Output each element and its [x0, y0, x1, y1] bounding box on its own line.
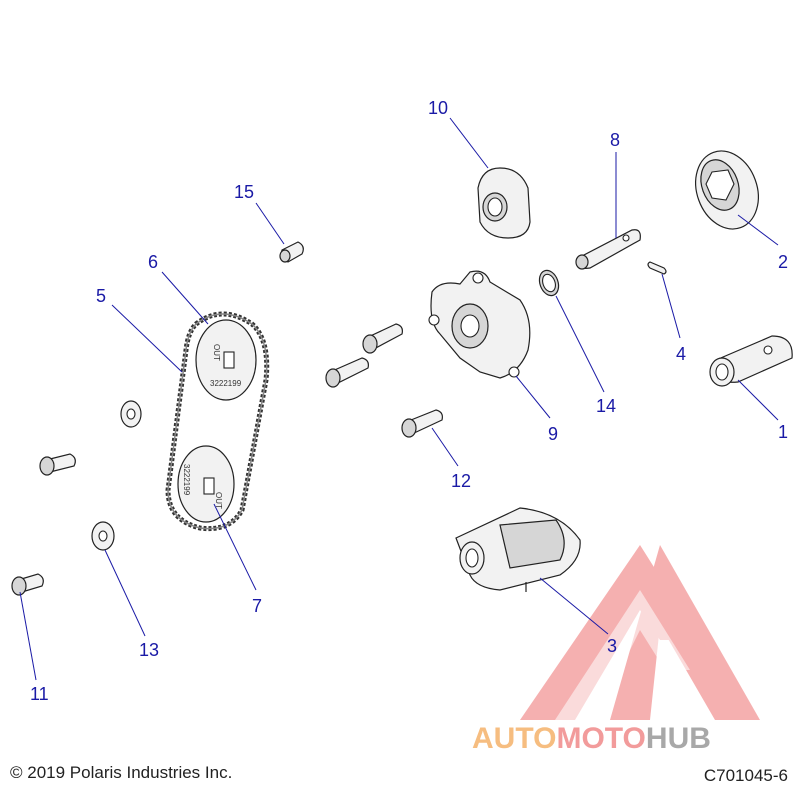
callout-15: 15: [234, 182, 254, 202]
leader-14: [555, 295, 605, 393]
leader-12: [431, 427, 459, 467]
leader-2: [737, 214, 779, 246]
leader-7: [213, 503, 257, 591]
watermark-text: AUTOMOTOHUB: [472, 722, 711, 755]
part-3-pickup: [455, 507, 581, 592]
part-4-pin: [647, 261, 667, 275]
part-11-bolt: [11, 573, 44, 596]
washer-upper: [120, 400, 142, 428]
part-9-housing: [428, 270, 531, 379]
part-10-cap: [477, 167, 531, 239]
upper-sprocket-number: 3222199: [210, 379, 242, 388]
part-12-bolt: [401, 409, 443, 438]
leader-1: [737, 379, 779, 421]
callout-7: 7: [252, 596, 262, 616]
watermark-triangle-inner: [555, 590, 690, 720]
callout-14: 14: [596, 396, 616, 416]
bolt-lower: [325, 357, 369, 388]
leader-11: [19, 591, 37, 681]
watermark-text-moto: MOTO: [556, 722, 645, 755]
bolt-upper: [362, 323, 403, 354]
callout-2: 2: [778, 252, 788, 272]
part-2-rotor: [695, 150, 759, 230]
leader-15: [255, 202, 285, 245]
callout-8: 8: [610, 130, 620, 150]
copyright-text: © 2019 Polaris Industries Inc.: [10, 763, 233, 782]
part-13-washer: [91, 521, 115, 551]
watermark-text-auto: AUTO: [472, 722, 556, 755]
watermark-text-hub: HUB: [646, 722, 711, 755]
callout-4: 4: [676, 344, 686, 364]
leader-5: [111, 304, 183, 373]
bolt-left: [39, 453, 76, 476]
leader-6: [161, 271, 209, 325]
leader-3: [539, 577, 609, 635]
callout-3: 3: [607, 636, 617, 656]
callout-10: 10: [428, 98, 448, 118]
callout-13: 13: [139, 640, 159, 660]
lower-sprocket-out: OUT: [214, 492, 223, 509]
upper-sprocket-out: OUT: [212, 344, 221, 361]
lower-sprocket-number: 3222199: [182, 464, 191, 496]
part-14-oring: [538, 269, 560, 297]
leader-9: [515, 375, 551, 419]
leader-13: [104, 549, 146, 637]
watermark-triangle-right: [610, 545, 760, 720]
callout-5: 5: [96, 286, 106, 306]
callout-1: 1: [778, 422, 788, 442]
part-1-tube: [709, 335, 793, 387]
watermark-logo: AUTOMOTOHUB: [472, 545, 760, 755]
callout-11: 11: [30, 684, 49, 704]
callout-12: 12: [451, 471, 471, 491]
part-8-shaft: [575, 229, 641, 270]
chain-assembly: OUT 3222199 3222199 OUT: [165, 311, 270, 532]
callout-6: 6: [148, 252, 158, 272]
callout-9: 9: [548, 424, 558, 444]
part-15-sleeve: [279, 241, 304, 263]
leader-4: [661, 273, 681, 339]
leader-10: [449, 117, 489, 169]
part-6-upper-sprocket: OUT 3222199: [195, 319, 257, 401]
drawing-code: C701045-6: [703, 766, 788, 785]
part-7-lower-sprocket: 3222199 OUT: [177, 445, 235, 523]
